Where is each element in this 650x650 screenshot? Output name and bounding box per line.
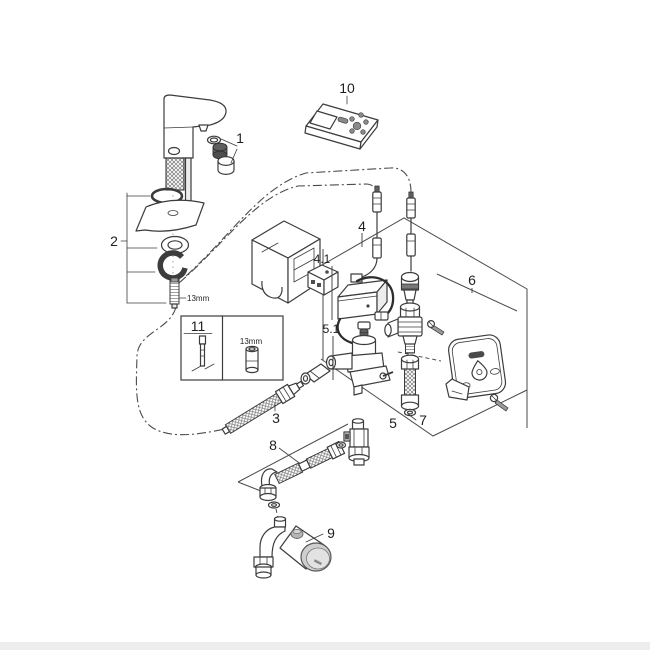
remote-button	[349, 116, 355, 122]
remote-screen	[309, 110, 338, 130]
thermostatic-mixer	[253, 516, 332, 579]
inline-connector	[357, 321, 371, 330]
supply-hose-braided	[165, 157, 185, 191]
indicator-slot	[468, 351, 485, 359]
part-label-6: 6	[468, 272, 476, 288]
spout-outlet	[198, 124, 209, 132]
leader-line	[407, 413, 417, 421]
wrench-size-label: 13mm	[240, 337, 263, 346]
part-label-5: 5	[389, 415, 397, 431]
wrench-size-label: 13mm	[187, 294, 210, 303]
horseshoe-washer	[157, 250, 188, 281]
remote-button	[337, 116, 349, 124]
part-label-10: 10	[339, 80, 355, 96]
remote-button	[349, 128, 355, 134]
supply-hose-3	[221, 380, 305, 435]
part-label-9: 9	[327, 525, 335, 541]
part-label-5-1: 5.1	[323, 322, 340, 336]
cable	[336, 317, 354, 345]
faucet-assembly	[163, 94, 227, 207]
remote-control	[304, 95, 379, 150]
remote-button	[360, 129, 366, 135]
leader-line	[305, 533, 324, 543]
label2-bracket	[120, 192, 167, 304]
screw	[427, 320, 445, 336]
connector-box	[307, 264, 339, 296]
angle-valve	[384, 302, 423, 354]
plate-bracket	[445, 378, 470, 401]
remote-button	[363, 119, 369, 125]
tee-fitting	[343, 418, 370, 466]
remote-button	[352, 121, 362, 131]
aerator-parts	[206, 135, 238, 175]
electronics-box	[336, 273, 395, 345]
part-label-8: 8	[269, 437, 277, 453]
remote-button	[358, 112, 364, 118]
part-label-1: 1	[236, 130, 244, 146]
inline-connector	[374, 311, 389, 321]
part-label-2: 2	[110, 233, 118, 249]
part-label-4-1: 4.1	[314, 252, 331, 266]
screw	[489, 393, 509, 412]
hook-cutout	[261, 280, 283, 299]
sensor-window	[167, 146, 181, 156]
bottom-strip	[0, 642, 650, 650]
connection-hose-7	[400, 354, 420, 421]
part-label-11: 11	[191, 318, 206, 334]
sensor-cable-right	[406, 191, 416, 272]
threaded-stud	[169, 277, 180, 309]
socket-tool	[245, 345, 259, 374]
mounting-bracket	[349, 365, 391, 388]
connection-hose-8	[259, 440, 347, 509]
part-label-4: 4	[358, 218, 366, 234]
wall-mounting-box	[251, 220, 321, 304]
part-labels: 1 2 3 4 4.1 5 5.1 6 7 8 9 10 11 13mm 13m…	[110, 80, 476, 541]
part-label-7: 7	[419, 412, 427, 428]
mounting-tube	[184, 157, 192, 207]
solenoid-valve-assembly	[325, 328, 394, 396]
water-drop-icon	[471, 360, 488, 381]
extension-tool	[191, 335, 215, 372]
leader-line	[220, 138, 238, 147]
sub-label-leaders	[331, 266, 334, 380]
cover-plate	[427, 320, 509, 412]
base-plate	[135, 199, 205, 232]
tool-box	[180, 315, 284, 381]
part-label-3: 3	[272, 410, 280, 426]
check-valve-fitting	[300, 363, 331, 385]
mounting-hardware-group	[120, 187, 205, 309]
sensor-cable-left	[361, 185, 382, 278]
leader-line	[230, 148, 238, 164]
